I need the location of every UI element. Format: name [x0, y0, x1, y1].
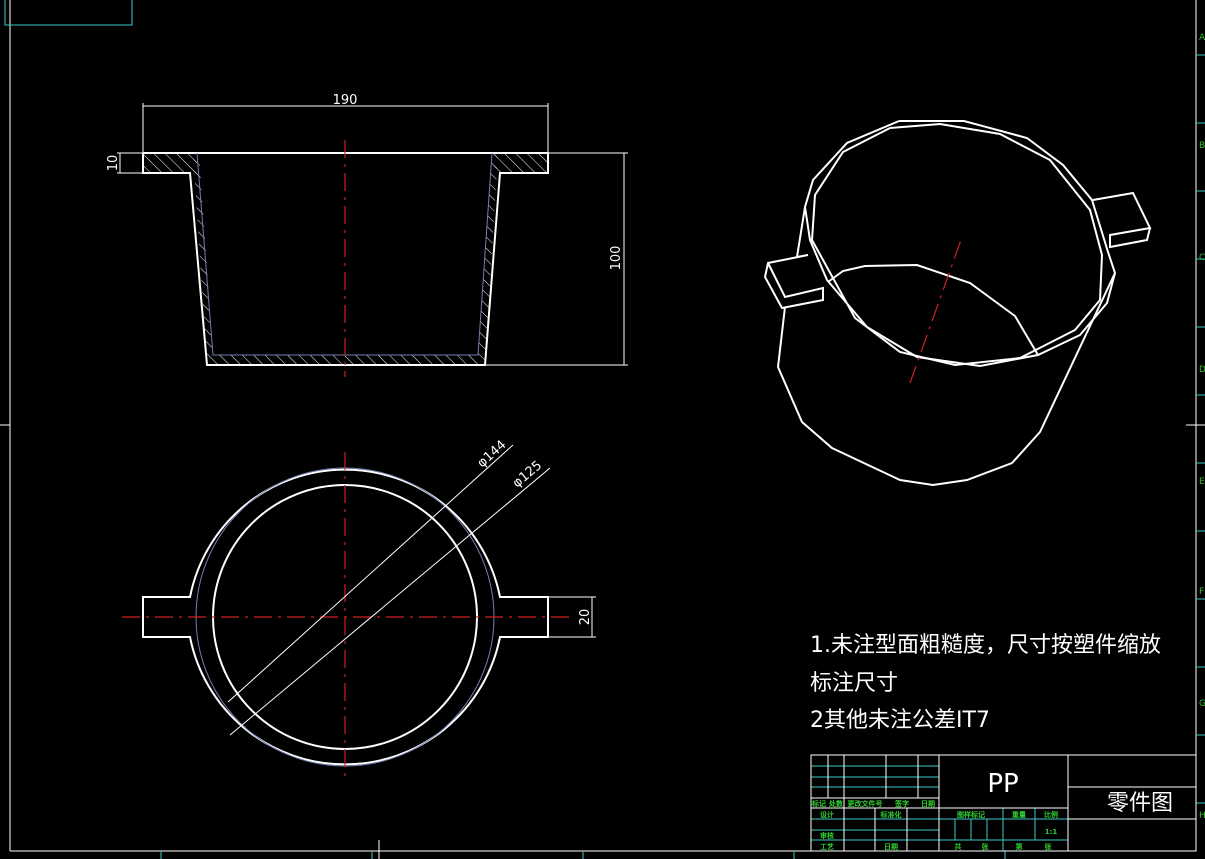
label: 共	[955, 842, 962, 851]
label: 标准化	[880, 810, 902, 819]
label: 重量	[1012, 810, 1026, 819]
label: 张	[1045, 842, 1053, 851]
top-view: φ144 φ125 20	[122, 437, 596, 780]
zone-label: D	[1199, 365, 1205, 375]
zone-label: A	[1199, 33, 1205, 43]
label: 日期	[884, 842, 898, 851]
label: 比例	[1044, 810, 1058, 819]
zone-label: B	[1199, 141, 1205, 151]
material-text: PP	[987, 769, 1018, 799]
label: 签字	[894, 799, 909, 808]
label: 张	[982, 842, 990, 851]
dim-text: 20	[578, 609, 593, 626]
label: 审核	[820, 831, 834, 840]
zone-label: C	[1199, 253, 1205, 263]
label: 图样标记	[957, 810, 985, 819]
dimension-20: 20	[548, 596, 596, 638]
label: 标记	[811, 799, 826, 808]
dim-text: 10	[106, 155, 121, 172]
drawing-name: 零件图	[1107, 791, 1173, 816]
dimension-100: 100	[485, 152, 628, 366]
dim-text: 190	[333, 93, 358, 108]
label: 设计	[820, 810, 834, 819]
label: 第	[1016, 842, 1023, 851]
label: 工艺	[820, 842, 834, 851]
zone-label: G	[1199, 699, 1205, 709]
technical-notes: 1.未注型面粗糙度，尺寸按塑件缩放 标注尺寸 2其他未注公差IT7	[810, 633, 1161, 733]
label: 日期	[921, 799, 935, 808]
note-line: 标注尺寸	[810, 671, 898, 696]
dim-text: φ144	[475, 437, 510, 470]
dimension-190: 190	[142, 93, 549, 153]
label: 处数	[828, 799, 844, 808]
scale-value: 1:1	[1045, 828, 1058, 836]
title-block: PP 零件图 标记 处数 更改文件号 签字 日期 设计 标准化 图样标记 重量 …	[810, 754, 1197, 852]
dim-text: 100	[609, 246, 624, 271]
front-section-view: 190 10 100	[106, 93, 628, 377]
note-line: 2其他未注公差IT7	[810, 708, 990, 733]
note-line: 1.未注型面粗糙度，尺寸按塑件缩放	[810, 633, 1161, 658]
label: 更改文件号	[848, 799, 883, 808]
zone-label: H	[1199, 811, 1205, 821]
isometric-view	[763, 120, 1152, 487]
zone-label: F	[1199, 587, 1204, 597]
dimension-10: 10	[106, 152, 143, 174]
zone-label: E	[1199, 477, 1205, 487]
